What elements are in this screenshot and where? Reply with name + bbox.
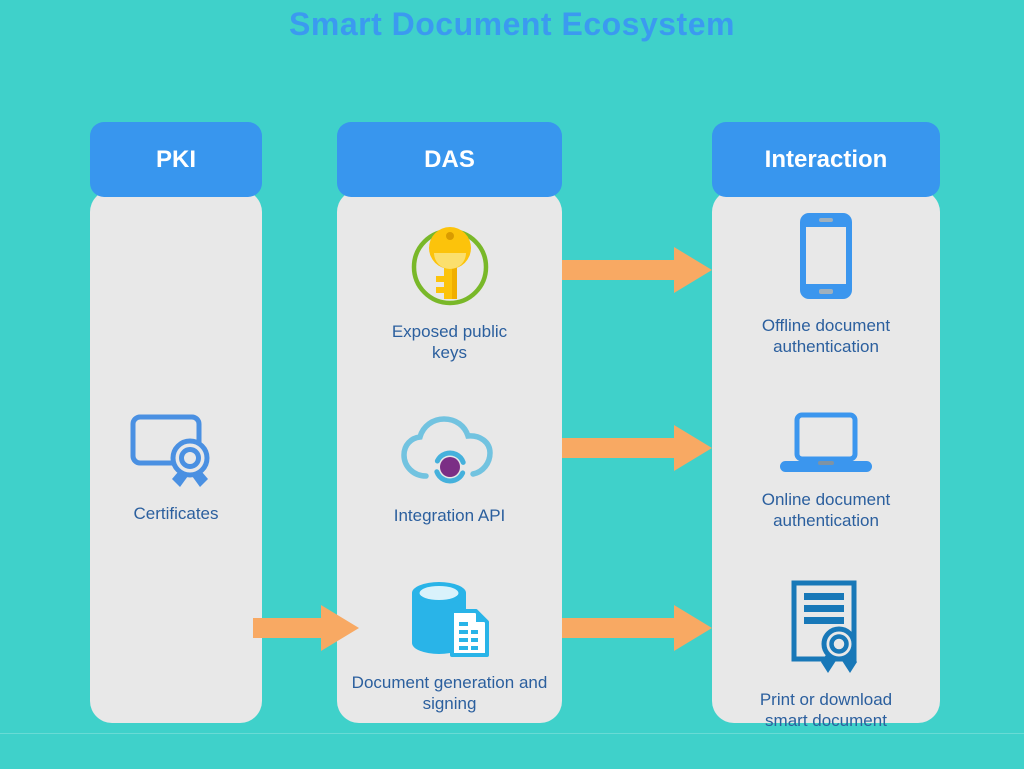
- item-document-generation: Document generation and signing: [337, 581, 562, 714]
- cloud-api-icon: [394, 410, 506, 495]
- laptop-icon: [778, 412, 874, 479]
- column-header-das: DAS: [337, 122, 562, 197]
- item-label: Online document authentication: [761, 490, 891, 530]
- certificate-icon: [128, 406, 224, 493]
- item-offline-authentication: Offline document authentication: [712, 212, 940, 357]
- smartphone-icon: [798, 212, 854, 305]
- item-label: Document generation and signing: [351, 673, 548, 713]
- item-print-download: Print or download smart document: [712, 580, 940, 731]
- key-icon: [406, 220, 494, 311]
- item-label: Offline document authentication: [761, 316, 891, 356]
- arrow-das-to-interaction-bottom: [562, 605, 712, 651]
- item-certificates: Certificates: [90, 406, 262, 524]
- item-label: Print or download smart document: [759, 690, 893, 730]
- item-label: Exposed public keys: [391, 322, 508, 362]
- database-document-icon: [400, 581, 500, 662]
- column-header-interaction: Interaction: [712, 122, 940, 197]
- item-label: Integration API: [393, 506, 506, 525]
- item-online-authentication: Online document authentication: [712, 412, 940, 531]
- item-label: Certificates: [133, 504, 219, 523]
- column-header-pki: PKI: [90, 122, 262, 197]
- arrow-pki-to-das-bottom: [253, 605, 359, 651]
- certificate-document-icon: [782, 580, 870, 679]
- arrow-das-to-interaction-middle: [562, 425, 712, 471]
- item-integration-api: Integration API: [337, 410, 562, 526]
- page-title: Smart Document Ecosystem: [289, 6, 735, 42]
- arrow-das-to-interaction-top: [562, 247, 712, 293]
- item-exposed-public-keys: Exposed public keys: [337, 220, 562, 363]
